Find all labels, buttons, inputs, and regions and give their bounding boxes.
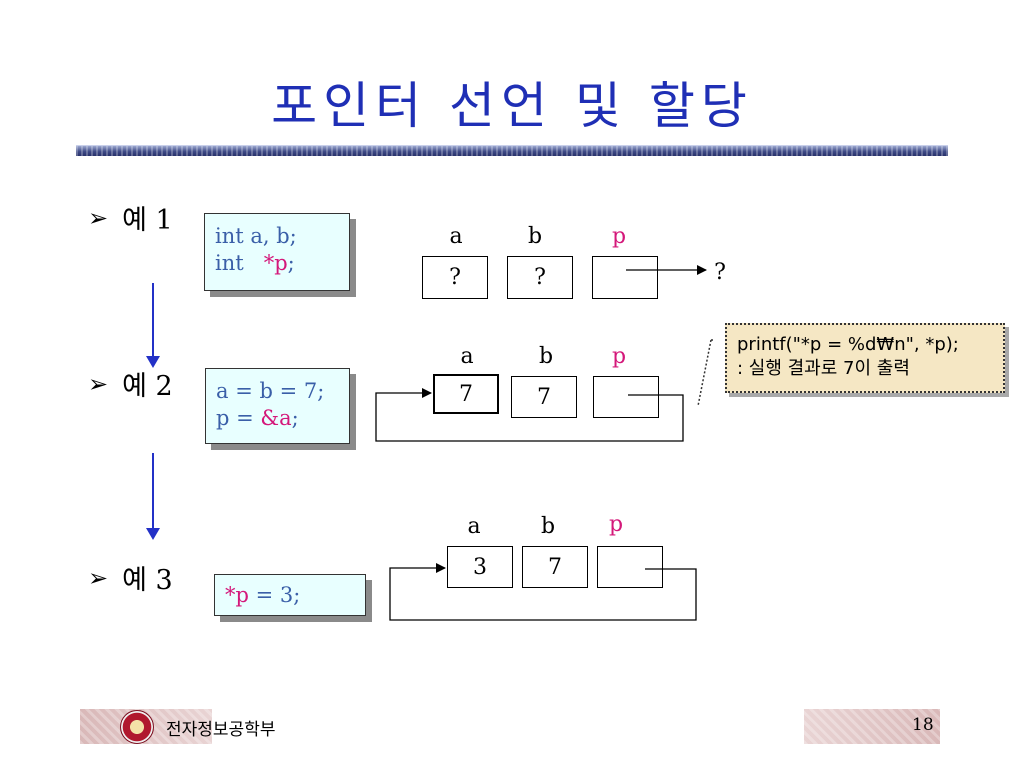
code-box-3: *p = 3; [214, 574, 366, 616]
memory-cell-p [592, 256, 658, 299]
memory-cell-a: 7 [433, 374, 499, 414]
cell-label-a: a [449, 224, 463, 249]
memory-cell-p [593, 376, 659, 418]
code-box-2: a = b = 7; p = &a; [205, 368, 350, 444]
bullet-arrow-icon: ➢ [88, 203, 109, 232]
bullet-arrow-icon: ➢ [88, 369, 109, 398]
cell-label-p: p [608, 512, 624, 537]
example-1-heading: ➢ 예 1 [88, 198, 173, 237]
memory-cell-b: 7 [511, 376, 577, 418]
cell-label-b: b [540, 514, 556, 539]
footer-right-band [804, 709, 940, 744]
flow-arrow-down-icon [146, 528, 160, 540]
memory-cell-a: 3 [447, 546, 513, 588]
cell-label-p: p [611, 224, 627, 249]
printf-callout: printf("*p = %d₩n", *p); : 실행 결과로 7이 출력 [725, 323, 1005, 393]
memory-cell-a: ? [422, 256, 488, 299]
cell-label-p: p [611, 344, 627, 369]
code-box-1: int a, b; int *p; [204, 213, 350, 291]
slide-title: 포인터 선언 및 할당 [271, 77, 753, 135]
footer-department: 전자정보공학부 [166, 720, 276, 740]
flow-arrow-down-icon [146, 356, 160, 368]
memory-cell-p [597, 546, 663, 588]
title-divider [76, 145, 948, 156]
cell-label-a: a [460, 344, 474, 369]
page-number: 18 [912, 715, 934, 735]
callout-note: : 실행 결과로 7이 출력 [737, 358, 910, 379]
code-line: a = b = 7; [216, 379, 325, 403]
cell-label-b: b [538, 344, 554, 369]
university-seal-icon [120, 710, 154, 744]
callout-pointer-line [697, 339, 715, 407]
example-2-heading: ➢ 예 2 [88, 364, 173, 403]
example-2-label: 예 2 [122, 371, 173, 402]
memory-cell-b: 7 [522, 546, 588, 588]
cell-label-a: a [467, 514, 481, 539]
pointer-target-unknown: ? [714, 260, 726, 285]
example-3-label: 예 3 [122, 565, 173, 596]
callout-code: printf("*p = %d₩n", *p); [737, 334, 959, 355]
code-line: int a, b; [215, 224, 297, 248]
example-3-heading: ➢ 예 3 [88, 558, 173, 597]
flow-arrow-shaft [152, 283, 154, 359]
bullet-arrow-icon: ➢ [88, 563, 109, 592]
cell-label-b: b [527, 224, 543, 249]
code-line: int *p; [215, 251, 295, 275]
example-1-label: 예 1 [122, 205, 173, 236]
flow-arrow-shaft [152, 453, 154, 531]
code-line: p = &a; [216, 406, 299, 430]
code-line: *p = 3; [225, 583, 301, 607]
memory-cell-b: ? [507, 256, 573, 299]
